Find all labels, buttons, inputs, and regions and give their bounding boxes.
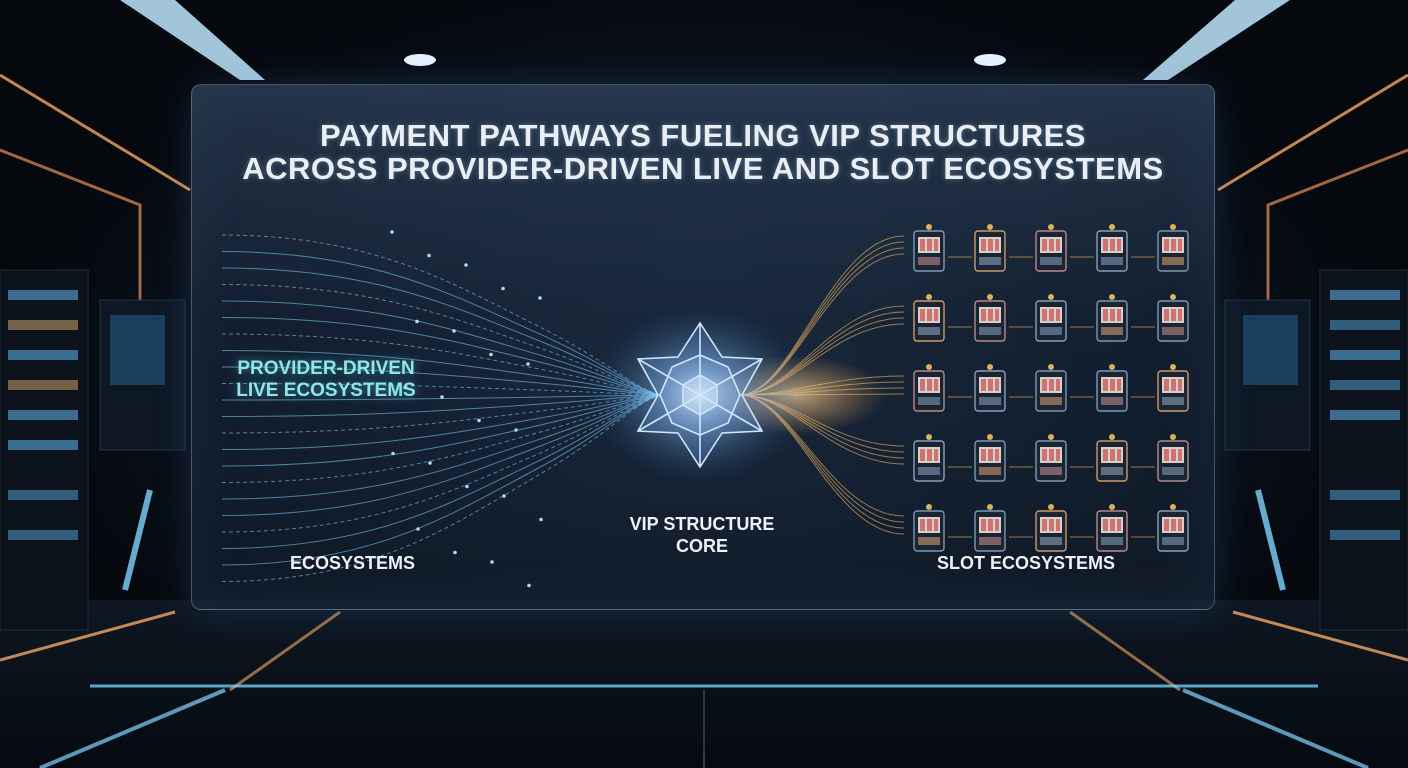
slot-ecosystems-label: SLOT ECOSYSTEMS [937,553,1116,573]
vip-core-label: VIP STRUCTURE CORE [602,513,802,557]
slot-machine-grid [913,224,1189,552]
live-stream-node [403,385,407,390]
live-stream-node [465,484,469,489]
star-network-icon [636,321,764,469]
live-stream-node [390,230,394,234]
slot-machine-icon [974,294,1033,342]
live-stream-node [464,263,468,267]
live-stream-node [502,494,506,498]
live-label-line-1: PROVIDER-DRIVEN [237,358,415,379]
live-stream-node [452,329,456,333]
slot-machine-icon [1157,504,1189,552]
live-stream-node [538,296,542,300]
live-stream-node [415,319,419,324]
live-label-line-2: LIVE ECOSYSTEMS [236,380,416,401]
slot-machine-icon [913,364,972,412]
slot-machine-icon [1035,294,1094,342]
slot-machine-icon [913,224,972,272]
pathway-diagram [221,224,1189,588]
slot-machine-icon [1157,294,1189,342]
live-stream-node [539,517,543,522]
core-label-line-1: VIP STRUCTURE [629,514,775,534]
glass-display-panel: PAYMENT PATHWAYS FUELING VIP STRUCTURES … [191,84,1215,610]
ceiling-light-right [1143,0,1290,80]
slot-machine-icon [1035,224,1094,272]
slot-machine-icon [1096,434,1155,482]
live-stream-node [490,560,494,564]
server-rack-left [0,269,186,631]
slot-machine-icon [974,364,1033,412]
live-stream-line [221,383,661,396]
slot-machine-icon [1096,364,1155,412]
ceiling-light-left [120,0,265,80]
slot-machine-icon [1096,294,1155,342]
slot-machine-icon [974,504,1033,552]
slot-machine-icon [974,434,1033,482]
slot-machine-icon [1035,504,1094,552]
slot-machine-icon [1096,504,1155,552]
slot-machine-icon [913,434,972,482]
title-line-2: ACROSS PROVIDER-DRIVEN LIVE AND SLOT ECO… [242,151,1164,186]
live-stream-line [221,394,661,582]
slot-machine-icon [913,504,972,552]
live-stream-node [527,583,531,588]
slot-machine-icon [1157,364,1189,412]
slot-machine-icon [1157,224,1189,272]
live-stream-node [428,461,432,465]
live-stream-line [221,394,661,566]
server-rack-right [1224,269,1408,631]
live-stream-node [489,352,493,357]
slot-machine-icon [974,224,1033,272]
spotlight [974,54,1006,66]
live-stream-node [440,395,444,399]
slot-machine-icon [1035,364,1094,412]
live-stream-node [501,286,505,291]
live-stream-node [453,550,457,555]
spotlight [404,54,436,66]
slot-machine-icon [1157,434,1189,482]
live-stream-node [477,418,481,423]
slot-machine-icon [1035,434,1094,482]
slot-machine-icon [913,294,972,342]
core-label-line-2: CORE [675,536,728,556]
title-line-1: PAYMENT PATHWAYS FUELING VIP STRUCTURES [320,118,1086,153]
slot-machine-icon [1096,224,1155,272]
live-ecosystems-label: PROVIDER-DRIVEN LIVE ECOSYSTEMS [226,358,426,402]
ecosystems-label: ECOSYSTEMS [290,553,416,573]
live-stream-node [526,362,530,366]
live-stream-node [427,253,431,258]
